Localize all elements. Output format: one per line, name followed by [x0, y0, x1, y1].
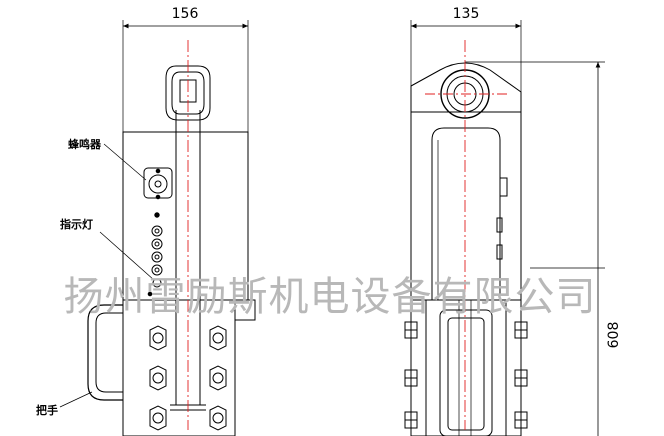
lamp-small-0	[154, 212, 160, 218]
side-housing	[410, 111, 522, 301]
side-detail	[496, 217, 503, 233]
lamp-1	[151, 225, 163, 237]
side-knob	[499, 177, 508, 197]
lamp-1-core	[154, 228, 160, 234]
bolt-core	[152, 332, 164, 344]
bolt-icon	[149, 325, 167, 351]
side-tab	[234, 299, 256, 321]
lamp-5	[152, 278, 162, 288]
bolts-front	[149, 325, 227, 431]
buzzer-screw-bottom	[155, 194, 161, 200]
front-lower-body	[122, 299, 236, 436]
bolt-core	[212, 332, 224, 344]
leader-indicator	[99, 231, 155, 281]
side-detail	[496, 244, 503, 260]
bolt-icon	[149, 365, 167, 391]
dim-side-height: 608	[606, 322, 622, 349]
buzzer-icon	[148, 174, 168, 194]
lamp-3-core	[154, 254, 160, 260]
label-handle: 把手	[36, 403, 58, 417]
lower-arm-inner	[447, 317, 485, 431]
side-arm-outline	[431, 127, 501, 300]
watermark-text: 扬州雷励斯机电设备有限公司	[64, 274, 597, 320]
label-buzzer: 蜂鸣器	[68, 137, 102, 151]
side-lower-body	[410, 299, 522, 436]
bolt-core	[212, 412, 224, 424]
dim-side-width: 135	[453, 6, 480, 22]
bolt-icon	[209, 325, 227, 351]
handle-outer	[87, 304, 123, 401]
buzzer-screw-top	[155, 168, 161, 174]
lamp-2	[151, 238, 163, 250]
lamp-3	[151, 251, 163, 263]
handle-inner	[95, 312, 123, 393]
indicator-lamps	[147, 212, 163, 297]
lamp-4	[151, 264, 163, 276]
bolt-icon	[149, 405, 167, 431]
bolt-icon	[209, 365, 227, 391]
lever-head-inner	[171, 71, 205, 115]
bolt-icon	[209, 405, 227, 431]
buzzer-center	[154, 180, 162, 188]
side-top-cap	[410, 62, 522, 113]
bolt-core	[212, 372, 224, 384]
leader-handle	[59, 391, 93, 408]
bolts-side	[404, 321, 528, 429]
lamp-small-6	[147, 291, 153, 297]
label-indicator: 指示灯	[60, 217, 93, 231]
bolt-core	[152, 372, 164, 384]
dim-front-width: 156	[172, 6, 199, 22]
leader-buzzer	[103, 143, 147, 181]
side-view	[404, 20, 605, 436]
lever-head-outer	[165, 65, 211, 121]
lamp-2-core	[154, 241, 160, 247]
lower-arm	[439, 309, 493, 436]
bolt-core	[152, 412, 164, 424]
lamp-4-core	[154, 267, 160, 273]
